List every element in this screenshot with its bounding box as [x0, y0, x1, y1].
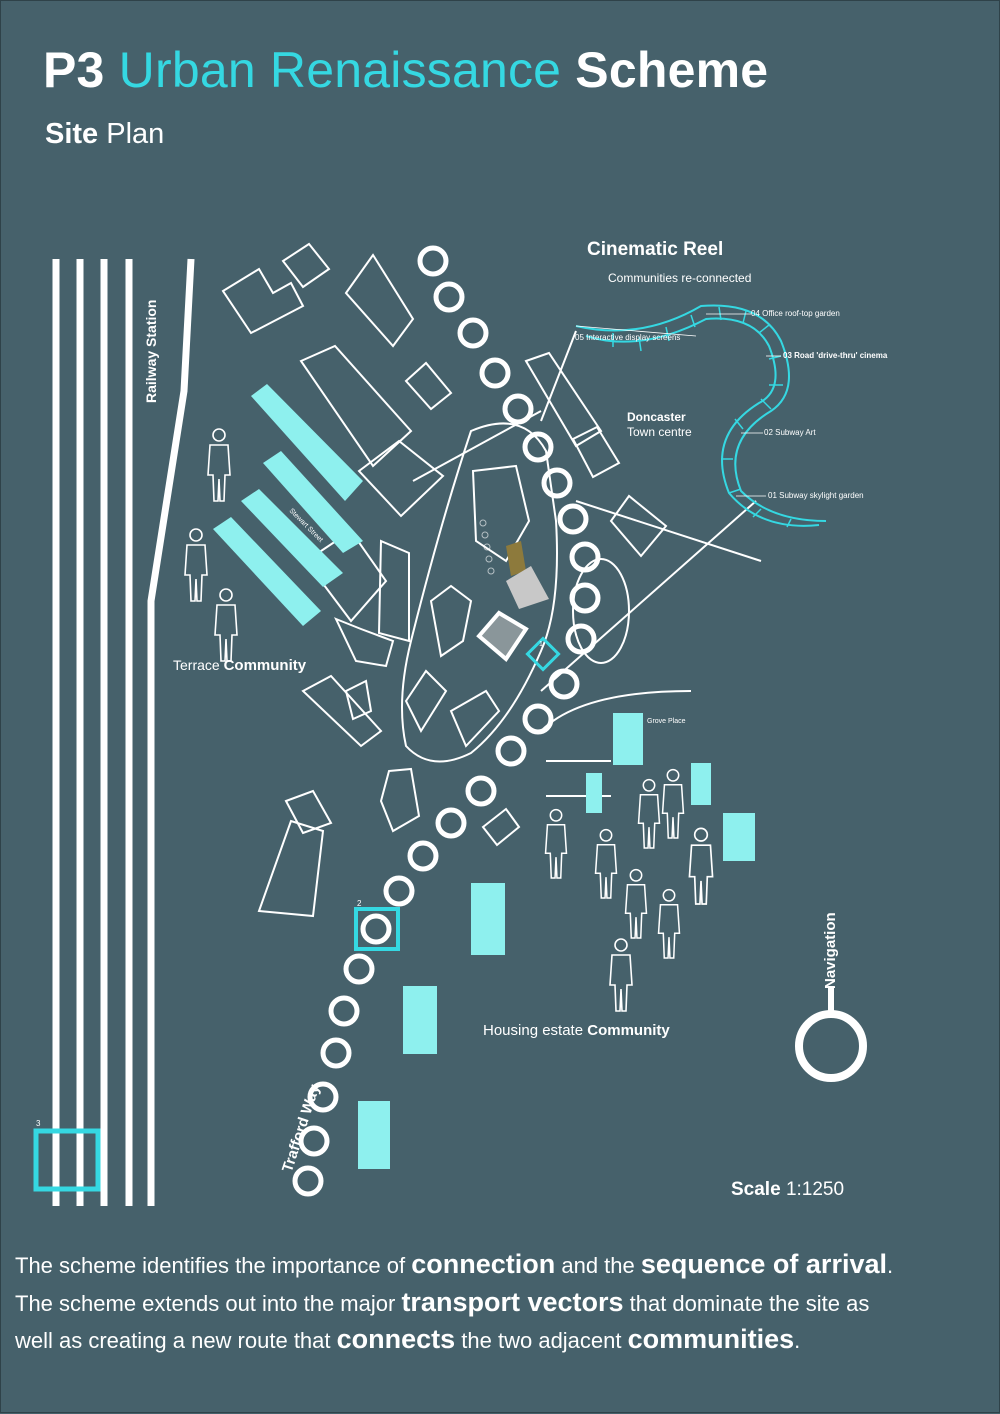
railway-tracks — [52, 258, 195, 1206]
people-silhouettes — [184, 428, 714, 1012]
route-circle — [320, 1037, 352, 1069]
cinematic-reel-diagram — [575, 304, 827, 528]
person-silhouette — [637, 778, 661, 849]
reel-item-05: 05 Interactive display screens — [575, 333, 681, 342]
person-silhouette — [657, 888, 681, 959]
marker-1-label: 1 — [539, 641, 543, 648]
route-circle — [383, 875, 415, 907]
person-silhouette — [214, 588, 238, 662]
terrace-community-label: Terrace Community — [173, 657, 307, 674]
route-circle — [465, 775, 497, 807]
reel-item-02: 02 Subway Art — [764, 428, 816, 437]
route-circle — [343, 953, 375, 985]
route-circle — [417, 245, 449, 277]
doncaster-label: Doncaster — [627, 410, 686, 424]
person-silhouette — [594, 828, 618, 899]
route-circle — [565, 623, 597, 655]
route-circle — [360, 913, 392, 945]
route-circle — [307, 1081, 339, 1113]
route-circle — [557, 503, 589, 535]
route-circle — [522, 703, 554, 735]
person-silhouette — [544, 808, 568, 879]
marker-3-label: 3 — [36, 1119, 41, 1128]
route-circle — [548, 668, 580, 700]
terrace-blocks — [213, 384, 363, 626]
route-circle — [502, 393, 534, 425]
route-circle — [298, 1125, 330, 1157]
description-line-3: well as creating a new route that connec… — [15, 1324, 801, 1354]
route-circle — [292, 1165, 324, 1197]
person-silhouette — [661, 768, 685, 839]
marker-2-box — [354, 907, 400, 951]
housing-community-label: Housing estate Community — [483, 1022, 670, 1039]
route-circle — [433, 281, 465, 313]
housing-blocks — [358, 713, 755, 1169]
marker-3-box — [33, 1128, 101, 1192]
route-circle — [479, 357, 511, 389]
route-circles — [292, 245, 601, 1197]
page-subtitle: Site Plan — [45, 118, 165, 150]
person-silhouette — [688, 827, 714, 905]
building-outlines — [221, 242, 762, 918]
description-line-2: The scheme extends out into the major tr… — [15, 1287, 870, 1317]
reel-item-01: 01 Subway skylight garden — [768, 491, 864, 500]
central-feature — [476, 519, 561, 672]
navigation-icon — [795, 986, 867, 1082]
description-line-1: The scheme identifies the importance of … — [15, 1249, 894, 1279]
route-circle — [407, 840, 439, 872]
person-silhouette — [609, 938, 633, 1012]
route-circle — [569, 541, 601, 573]
cinematic-reel-subtitle: Communities re-connected — [608, 271, 752, 285]
marker-2-label: 2 — [357, 899, 362, 908]
route-circle — [328, 995, 360, 1027]
route-circle — [569, 582, 601, 614]
railway-station-label: Railway Station — [143, 299, 159, 403]
route-circle — [522, 431, 554, 463]
navigation-label: Navigation — [822, 912, 839, 989]
page-title: P3 Urban Renaissance Scheme — [43, 42, 769, 98]
route-circle — [541, 467, 573, 499]
scale-label: Scale 1:1250 — [731, 1179, 845, 1200]
reel-leader-lines — [575, 313, 781, 497]
grove-place-label: Grove Place — [647, 718, 686, 725]
person-silhouette — [184, 528, 208, 602]
cinematic-reel-title: Cinematic Reel — [587, 239, 724, 260]
person-silhouette — [624, 868, 648, 939]
route-circle — [435, 807, 467, 839]
town-centre-label: Town centre — [627, 425, 692, 439]
route-circle — [457, 317, 489, 349]
reel-item-03: 03 Road 'drive-thru' cinema — [783, 351, 888, 360]
route-circle — [495, 735, 527, 767]
person-silhouette — [207, 428, 231, 502]
reel-item-04: 04 Office roof-top garden — [751, 309, 840, 318]
